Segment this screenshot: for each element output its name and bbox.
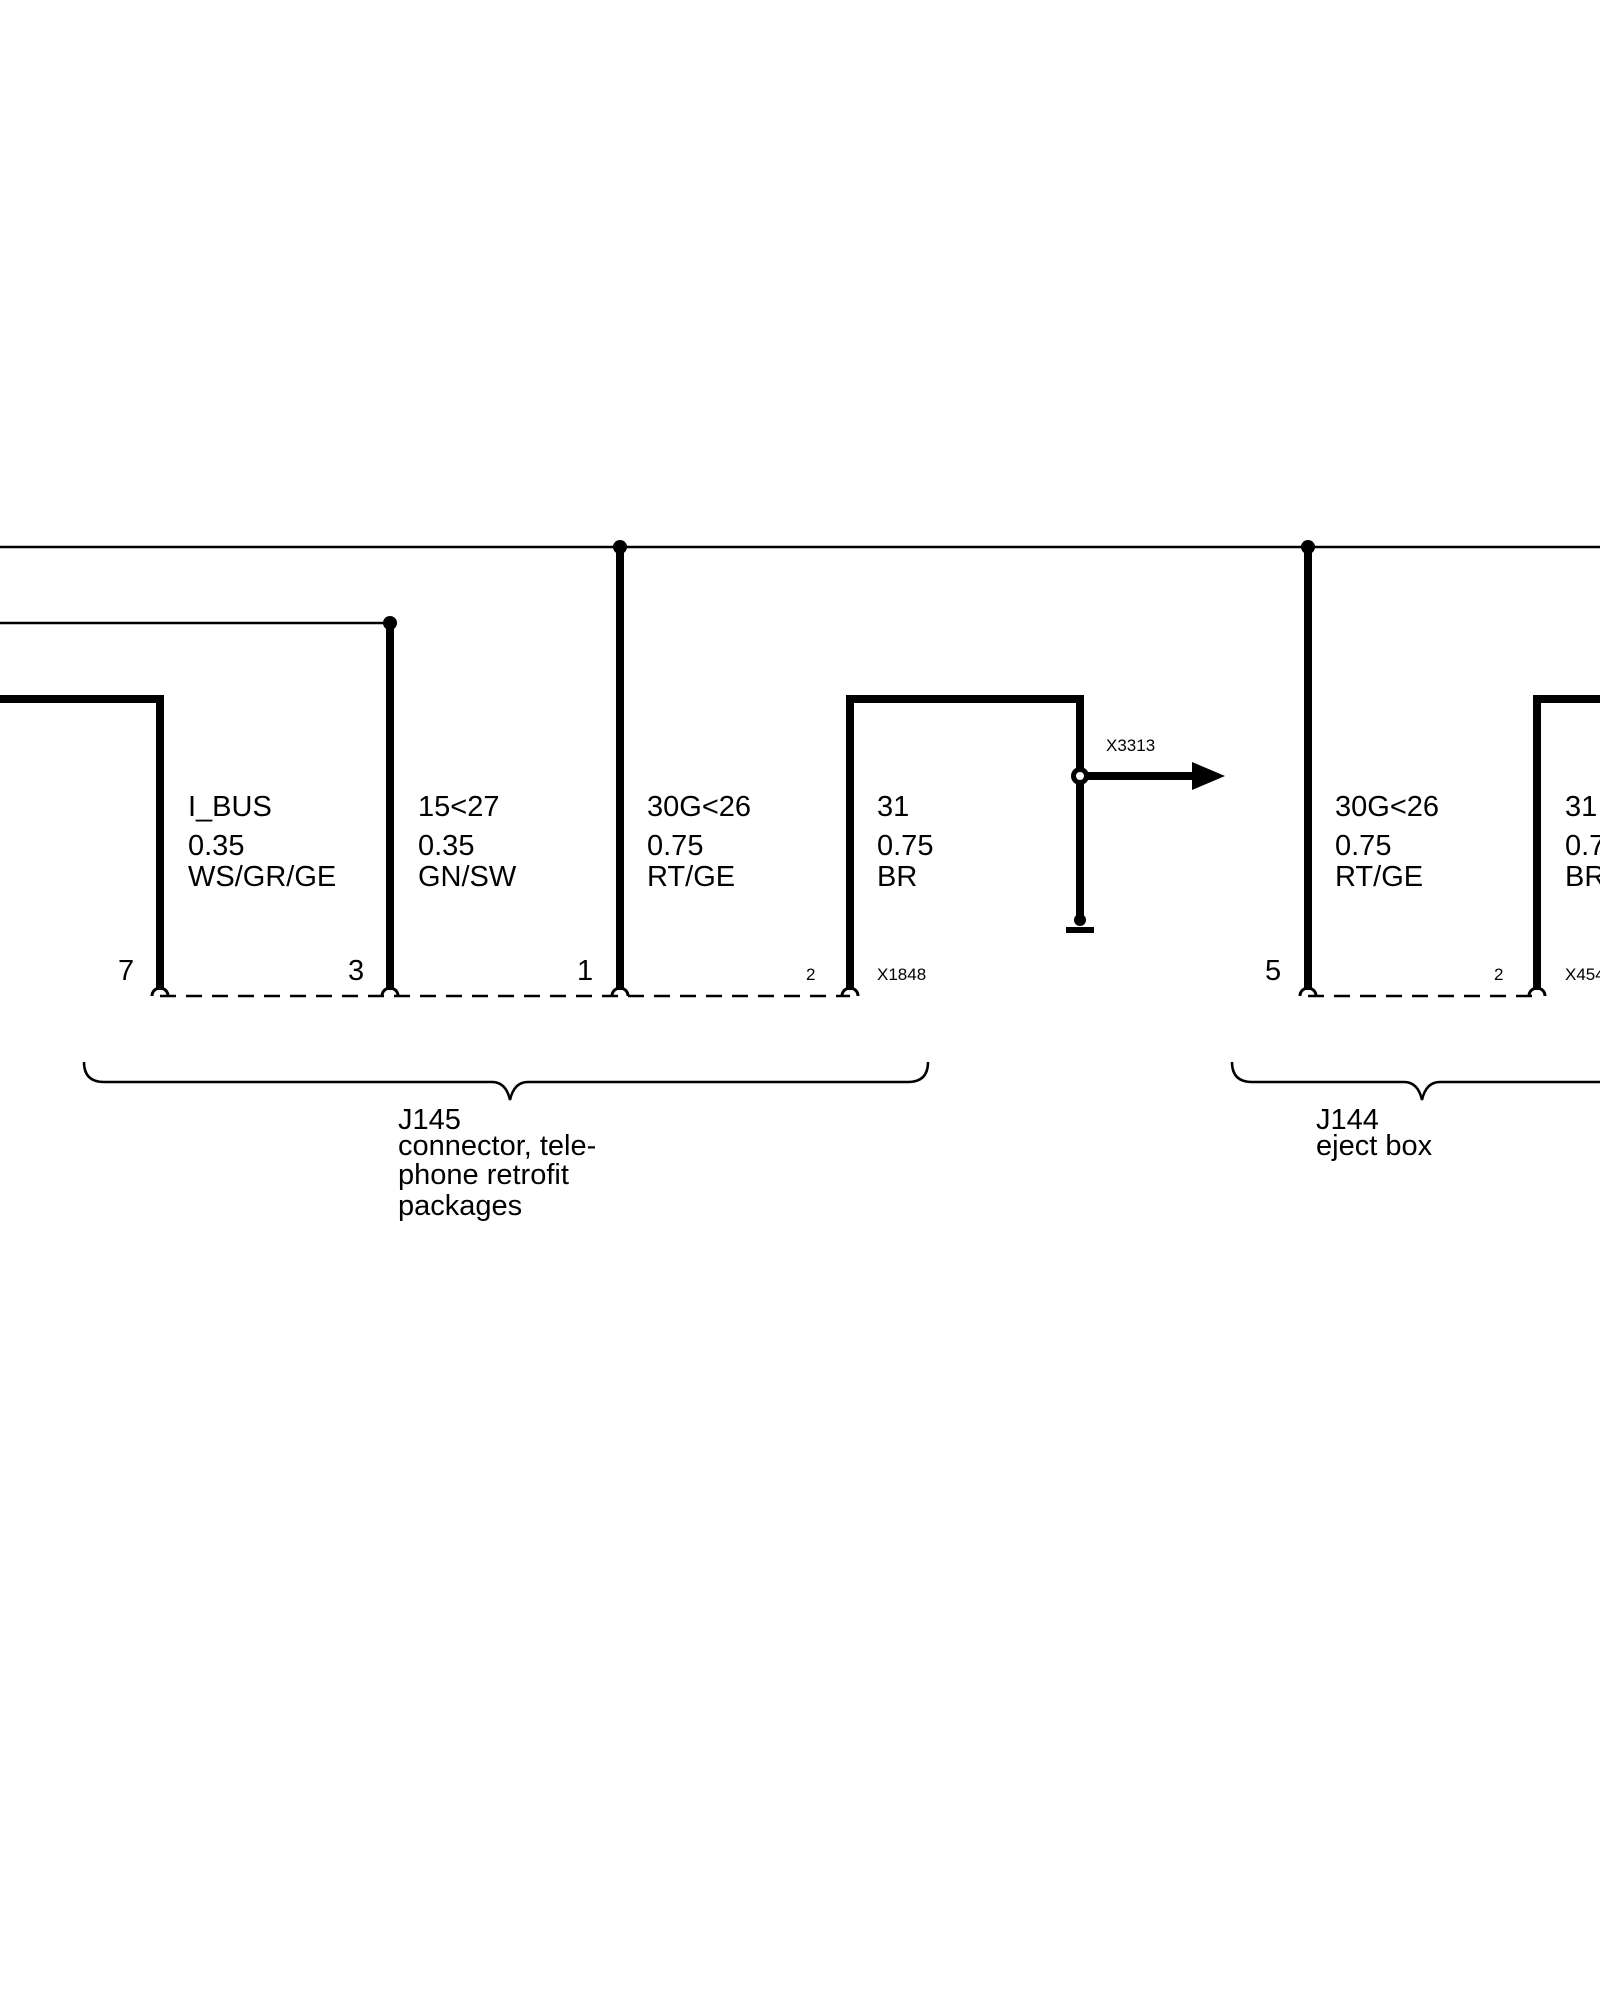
component-j144-desc-line-1: eject box — [1316, 1130, 1433, 1162]
wire-30g-j144-signal: 30G<26 — [1335, 791, 1439, 823]
pin-number-1: 1 — [577, 955, 593, 987]
pin-number-7: 7 — [118, 955, 134, 987]
wire-30g-j144-color: RT/GE — [1335, 861, 1423, 893]
wire-ibus-gauge: 0.35 — [188, 830, 244, 862]
wire-30g-j145-color: RT/GE — [647, 861, 735, 893]
wire-15-gauge: 0.35 — [418, 830, 474, 862]
wire-ibus-signal: I_BUS — [188, 791, 272, 823]
pin-number-2-j144: 2 — [1494, 965, 1503, 984]
wire-31-j145-color: BR — [877, 861, 917, 893]
connector-x454-label: X454 — [1565, 965, 1600, 984]
wire-31-j145-signal: 31 — [877, 791, 909, 823]
pin-symbol-5 — [1298, 986, 1318, 997]
pin-symbol-1 — [610, 986, 630, 997]
component-j145-id: J145 — [398, 1104, 461, 1136]
pin-symbol-2-j145 — [840, 986, 860, 997]
connector-x3313-label: X3313 — [1106, 736, 1155, 755]
wire-15-signal: 15<27 — [418, 791, 499, 823]
ground-dot — [1074, 914, 1086, 926]
wire-31-j144-signal: 31 — [1565, 791, 1597, 823]
wire-ibus-color: WS/GR/GE — [188, 861, 336, 893]
pin-symbol-3 — [380, 986, 400, 997]
component-j145-desc-line-1: connector, tele- — [398, 1130, 596, 1162]
brace-j144 — [1230, 1061, 1600, 1101]
wire-31-j144 — [1533, 695, 1600, 990]
pin-symbol-2-j144 — [1527, 986, 1547, 997]
wire-15-color: GN/SW — [418, 861, 517, 893]
arrow-x3313-head — [1192, 762, 1225, 790]
component-j145-desc-line-2: phone retrofit — [398, 1159, 569, 1191]
pin-symbol-7 — [150, 986, 170, 997]
pin-number-2-j145: 2 — [806, 965, 815, 984]
connector-x1848-label: X1848 — [877, 965, 926, 984]
wire-30g-j145-gauge: 0.75 — [647, 830, 703, 862]
brace-j145 — [82, 1061, 930, 1101]
junction-dot-x3313-center — [1076, 772, 1084, 780]
pin-number-3: 3 — [348, 955, 364, 987]
pin-number-5: 5 — [1265, 955, 1281, 987]
component-j144-id: J144 — [1316, 1104, 1379, 1136]
component-j145-desc-line-3: packages — [398, 1190, 522, 1222]
wire-30g-j145-signal: 30G<26 — [647, 791, 751, 823]
wire-30g-j144-gauge: 0.75 — [1335, 830, 1391, 862]
wire-31-j144-color: BR — [1565, 861, 1600, 893]
pin-symbols — [150, 986, 1547, 997]
wire-31-j145 — [846, 695, 1084, 990]
wire-31-j145-gauge: 0.75 — [877, 830, 933, 862]
wire-ibus — [0, 695, 164, 990]
wire-31-j144-gauge: 0.7 — [1565, 830, 1600, 862]
